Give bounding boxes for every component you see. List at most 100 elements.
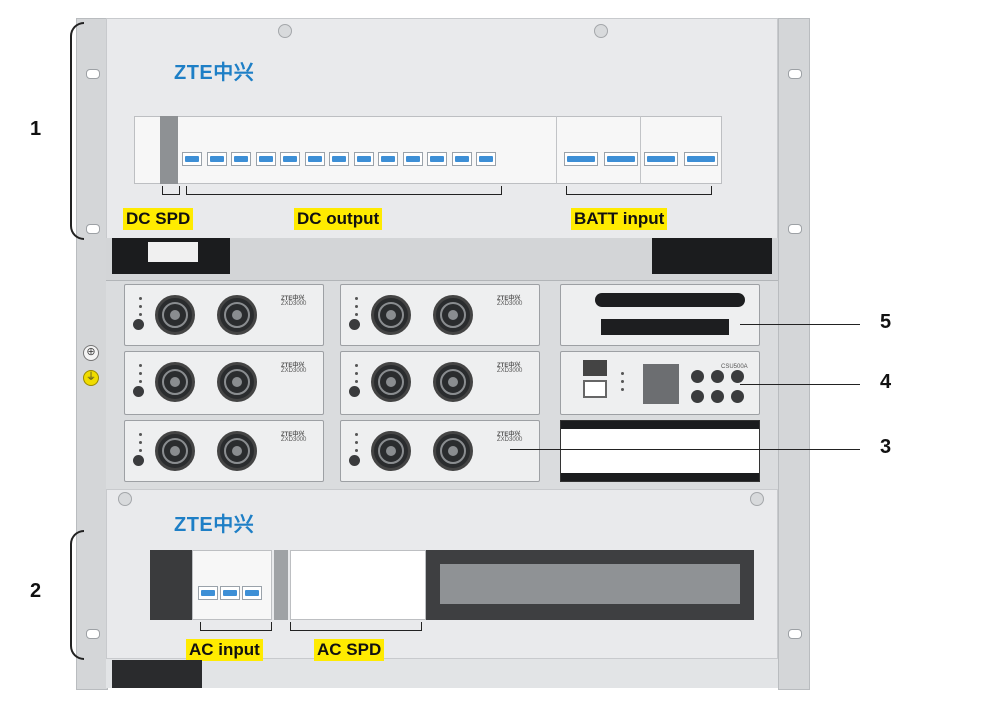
- keypad-button: [711, 370, 724, 383]
- ground-screw-icon: ⊕: [83, 345, 99, 361]
- batt-breaker-toggle: [564, 152, 598, 166]
- status-led: [355, 380, 358, 383]
- din-rail: [426, 550, 754, 620]
- module-model-text: ZXD3000: [281, 437, 307, 443]
- status-led: [139, 441, 142, 444]
- dc-breaker-toggle: [231, 152, 251, 166]
- status-led: [621, 372, 624, 375]
- ac-breaker-toggle: [242, 586, 262, 600]
- monitoring-module: CSU500A: [560, 351, 760, 415]
- keypad-button: [731, 390, 744, 403]
- panel-screw: [594, 24, 608, 38]
- fan-icon: [155, 431, 195, 471]
- ac-input-breaker: [192, 550, 272, 620]
- ac-terminal-block: [150, 550, 192, 620]
- zte-logo-bottom: ZTE中兴: [174, 514, 255, 536]
- batt-breaker-toggle: [684, 152, 718, 166]
- ac-input-bracket: [200, 622, 272, 631]
- dc-breaker-toggle: [353, 152, 374, 166]
- module-model-text: ZXD3000: [281, 368, 307, 374]
- blank-module-slot: [601, 319, 729, 335]
- fan-icon: [217, 295, 257, 335]
- zte-logo-top: ZTE中兴: [174, 62, 255, 84]
- fan-icon: [433, 362, 473, 402]
- blank-module-slot: [595, 293, 745, 307]
- status-led: [355, 297, 358, 300]
- dc-breaker-toggle: [304, 152, 325, 166]
- din-rail-channel: [440, 564, 740, 604]
- dc-breaker-toggle: [206, 152, 227, 166]
- lcd-display: [643, 364, 679, 404]
- batt-divider: [640, 116, 641, 184]
- empty-slot: [560, 420, 760, 482]
- handle-knob: [133, 319, 144, 330]
- empty-slot-rail: [561, 421, 759, 429]
- handle-knob: [133, 455, 144, 466]
- status-led: [139, 449, 142, 452]
- ethernet-port: [583, 380, 607, 398]
- batt-breaker-toggle: [604, 152, 638, 166]
- ac-rail-clip: [274, 550, 288, 620]
- dc-output-bracket: [186, 186, 502, 195]
- module-brand-text: ZTE中兴: [497, 432, 521, 438]
- fan-icon: [371, 362, 411, 402]
- dc-spd-module: [160, 116, 178, 184]
- status-led: [355, 305, 358, 308]
- status-led: [621, 388, 624, 391]
- ac-spd-label: AC SPD: [314, 639, 385, 661]
- ear-hole: [86, 629, 100, 639]
- dc-spd-bracket: [162, 186, 180, 195]
- ac-breaker-toggle: [198, 586, 218, 600]
- status-led: [139, 372, 142, 375]
- status-led: [355, 313, 358, 316]
- module-brand-text: ZTE中兴: [281, 296, 305, 302]
- fan-icon: [155, 295, 195, 335]
- handle-knob: [349, 319, 360, 330]
- rack-ear-right: [778, 18, 810, 690]
- group-5-number: 5: [880, 311, 892, 333]
- ground-label-icon: ⏚: [83, 370, 99, 386]
- ac-breaker-toggle: [220, 586, 240, 600]
- dc-breaker-toggle: [255, 152, 276, 166]
- dc-breaker-toggle: [280, 152, 300, 166]
- ear-hole: [788, 629, 802, 639]
- leader-line-4: [740, 384, 860, 385]
- group-4-number: 4: [880, 371, 892, 393]
- module-model-text: ZXD3000: [281, 301, 307, 307]
- status-led: [355, 433, 358, 436]
- fan-icon: [217, 362, 257, 402]
- status-led: [139, 313, 142, 316]
- usb-port: [583, 360, 607, 376]
- status-led: [139, 433, 142, 436]
- keypad-button: [691, 390, 704, 403]
- ear-hole: [788, 69, 802, 79]
- bottom-cable: [112, 660, 202, 688]
- status-led: [139, 305, 142, 308]
- module-model-text: ZXD3000: [497, 301, 523, 307]
- panel-screw: [118, 492, 132, 506]
- module-brand-text: ZTE中兴: [497, 363, 521, 369]
- ear-hole: [86, 224, 100, 234]
- status-led: [139, 380, 142, 383]
- module-model-text: ZXD3000: [497, 437, 523, 443]
- dc-breaker-toggle: [476, 152, 496, 166]
- dc-breaker-toggle: [378, 152, 398, 166]
- module-brand-text: ZTE中兴: [281, 363, 305, 369]
- group-3-number: 3: [880, 436, 892, 458]
- keypad-button: [711, 390, 724, 403]
- fan-icon: [433, 295, 473, 335]
- keypad-button: [691, 370, 704, 383]
- panel-screw: [278, 24, 292, 38]
- fan-icon: [433, 431, 473, 471]
- status-led: [355, 441, 358, 444]
- panel-screw: [750, 492, 764, 506]
- fan-icon: [371, 431, 411, 471]
- batt-input-bracket: [566, 186, 712, 195]
- dc-spd-label: DC SPD: [123, 208, 194, 230]
- handle-knob: [349, 386, 360, 397]
- dc-breaker-toggle: [329, 152, 349, 166]
